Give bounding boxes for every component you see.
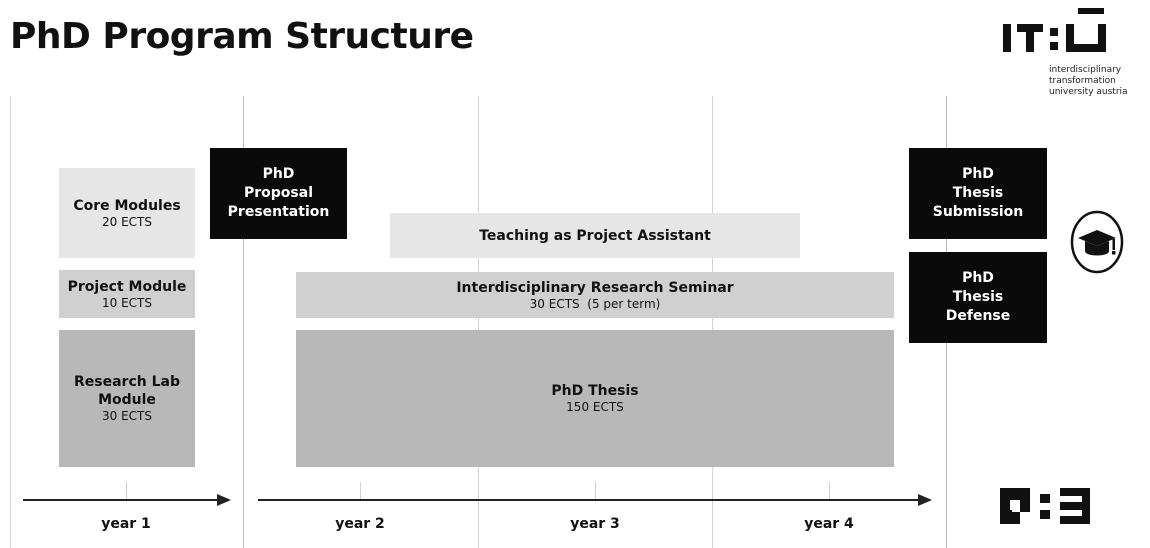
research-seminar-title: Interdisciplinary Research Seminar — [456, 279, 734, 296]
logo-text: interdisciplinary transformation univers… — [1049, 65, 1128, 98]
research-seminar-box: Interdisciplinary Research Seminar 30 EC… — [296, 272, 894, 318]
phd-thesis-title: PhD Thesis — [551, 383, 639, 399]
logo-line-3: university austria — [1049, 87, 1128, 97]
defense-line-2: Thesis — [952, 289, 1004, 305]
core-modules-box: Core Modules 20 ECTS — [59, 168, 195, 258]
thesis-defense-box: PhD Thesis Defense — [909, 252, 1047, 343]
logo-line-2: transformation — [1049, 76, 1116, 86]
proposal-line-2: Proposal — [243, 185, 313, 201]
teaching-box: Teaching as Project Assistant — [390, 213, 800, 258]
project-module-ects: 10 ECTS — [102, 295, 152, 310]
axis-tick — [829, 482, 830, 499]
timeline-axis-year1 — [23, 499, 219, 501]
submission-line-2: Thesis — [952, 185, 1004, 201]
year-label: year 2 — [335, 516, 385, 532]
axis-tick — [126, 482, 127, 499]
axis-tick — [595, 482, 596, 499]
thesis-submission-box: PhD Thesis Submission — [909, 148, 1047, 239]
grid-line — [478, 96, 479, 548]
research-lab-ects: 30 ECTS — [102, 409, 152, 423]
defense-line-3: Defense — [945, 308, 1011, 324]
arrowhead-icon — [918, 494, 932, 506]
proposal-line-1: PhD — [262, 166, 295, 182]
project-module-box: Project Module 10 ECTS — [59, 270, 195, 318]
proposal-line-3: Presentation — [227, 204, 330, 220]
grid-line — [243, 96, 244, 548]
submission-line-3: Submission — [932, 204, 1024, 220]
itu-logo-icon — [1003, 8, 1106, 52]
phd-thesis-box: PhD Thesis 150 ECTS — [296, 330, 894, 467]
defense-line-1: PhD — [962, 270, 994, 286]
year-label: year 4 — [804, 516, 854, 532]
timeline-axis-main — [258, 499, 920, 501]
year-label: year 3 — [570, 516, 620, 532]
research-seminar-ects: 30 ECTS (5 per term) — [529, 296, 661, 311]
research-lab-title-1: Research Lab — [74, 374, 180, 390]
grid-line — [10, 96, 11, 548]
graduation-cap-icon — [1070, 210, 1124, 274]
page-title: PhD Program Structure — [10, 16, 474, 57]
research-lab-title-2: Module — [98, 392, 156, 408]
submission-line-1: PhD — [962, 166, 994, 182]
grid-line — [712, 96, 713, 548]
arrowhead-icon — [217, 494, 231, 506]
logo-line-1: interdisciplinary — [1049, 65, 1122, 75]
axis-tick — [360, 482, 361, 499]
proposal-presentation-box: PhD Proposal Presentation — [210, 148, 347, 239]
project-module-title: Project Module — [67, 278, 187, 295]
core-modules-ects: 20 ECTS — [102, 214, 152, 229]
year-label: year 1 — [101, 516, 151, 532]
core-modules-title: Core Modules — [73, 197, 181, 214]
phd-thesis-ects: 150 ECTS — [566, 400, 624, 414]
research-lab-box: Research Lab Module 30 ECTS — [59, 330, 195, 467]
teaching-title: Teaching as Project Assistant — [479, 227, 711, 244]
itu-logo-mark-icon — [1000, 488, 1090, 524]
